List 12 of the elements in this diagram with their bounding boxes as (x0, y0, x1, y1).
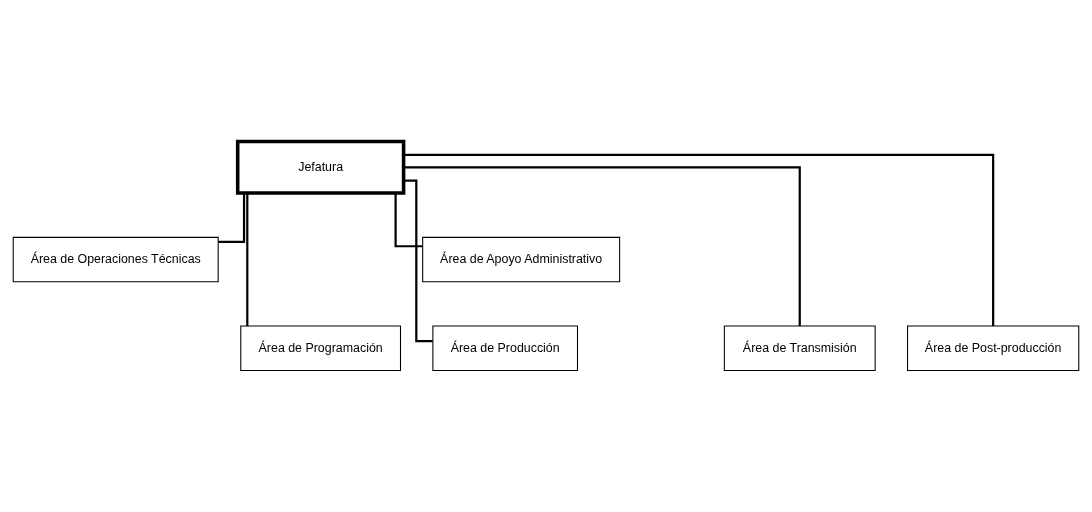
node-box: Área de Transmisión (723, 325, 876, 371)
node-box: Jefatura (235, 139, 406, 195)
connector (218, 193, 246, 243)
connector (394, 193, 423, 248)
node-box: Área de Producción (432, 325, 579, 371)
node-box: Área de Post-producción (907, 325, 1080, 371)
node-box: Área de Operaciones Técnicas (12, 236, 219, 283)
node-box: Área de Apoyo Administrativo (422, 236, 621, 283)
connector (403, 166, 801, 327)
connector (246, 193, 249, 327)
connector (403, 153, 995, 327)
node-box: Área de Programación (240, 325, 402, 371)
